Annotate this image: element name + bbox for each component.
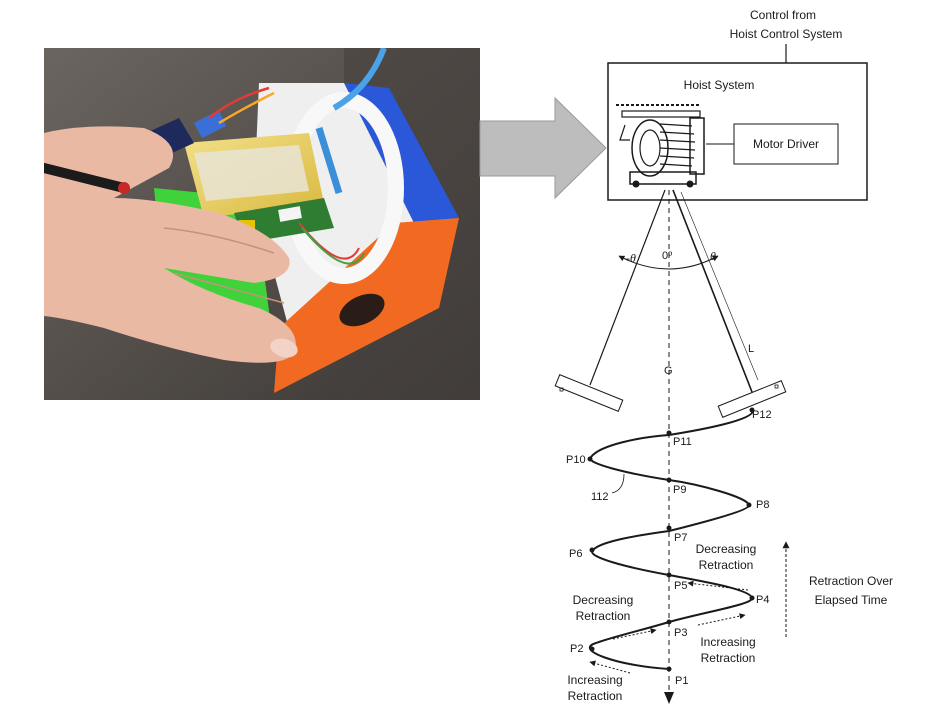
point-p11 [666,430,672,436]
motor-driver-label: Motor Driver [753,137,819,151]
label-p10: P10 [566,454,586,466]
right-tether [672,189,753,393]
elapsed-label-1: Retraction Over [809,574,893,588]
label-p4: P4 [756,594,769,606]
point-p7 [666,525,672,531]
trajectory-curve-112 [588,409,754,670]
point-p6 [589,547,595,553]
hoist-system-title: Hoist System [684,78,755,92]
label-p1: P1 [675,675,688,687]
cube-hole [339,293,385,327]
point-p8 [746,502,752,508]
label-p11: P11 [673,436,692,448]
label-p8: P8 [756,499,769,511]
point-p5 [666,572,672,578]
point-p9 [666,477,672,483]
reference-leader [611,473,625,494]
left-tether [589,189,666,386]
label-p7: P7 [674,532,687,544]
control-label-line1: Control from [750,8,816,22]
theta-label: θ [710,249,716,263]
length-dimension-line [680,191,759,381]
elapsed-label-2: Elapsed Time [815,593,888,607]
decreasing-retraction-upper-2: Retraction [699,558,754,572]
label-p9: P9 [673,484,686,496]
neg-theta-label: -θ [626,251,636,265]
winch-mechanism-icon [616,104,705,188]
payload-left [554,374,624,412]
point-p10 [587,456,593,462]
point-p12 [749,407,755,413]
curve-reference-112: 112 [591,491,609,503]
gravity-arrowhead [664,692,674,704]
gravity-label: G [664,365,673,377]
label-p3: P3 [674,627,687,639]
trajectory-points [587,407,755,672]
increasing-retraction-right-2: Retraction [701,651,756,665]
label-p5: P5 [674,580,687,592]
label-p6: P6 [569,548,582,560]
point-p2 [589,646,595,652]
hoist-prototype-photo [44,48,480,400]
decreasing-retraction-left-2: Retraction [576,609,631,623]
point-p1 [666,666,672,672]
length-label: L [748,343,754,355]
increasing-retraction-bottom-2: Retraction [568,689,623,703]
label-p12: P12 [752,409,772,421]
blue-rope [332,48,387,111]
increasing-retraction-right-1: Increasing [700,635,755,649]
direction-arrows [589,580,749,674]
control-label-line2: Hoist Control System [730,27,843,41]
payload-right [717,380,787,418]
angle-arc [618,255,719,270]
point-p3 [666,619,672,625]
decreasing-retraction-upper-1: Decreasing [696,542,757,556]
increasing-retraction-bottom-1: Increasing [567,673,622,687]
photo-illustration [44,48,480,400]
transition-arrow [479,96,607,200]
zero-angle-label: 0º [662,250,672,262]
label-p2: P2 [570,643,583,655]
point-p4 [749,595,755,601]
decreasing-retraction-left-1: Decreasing [573,593,634,607]
